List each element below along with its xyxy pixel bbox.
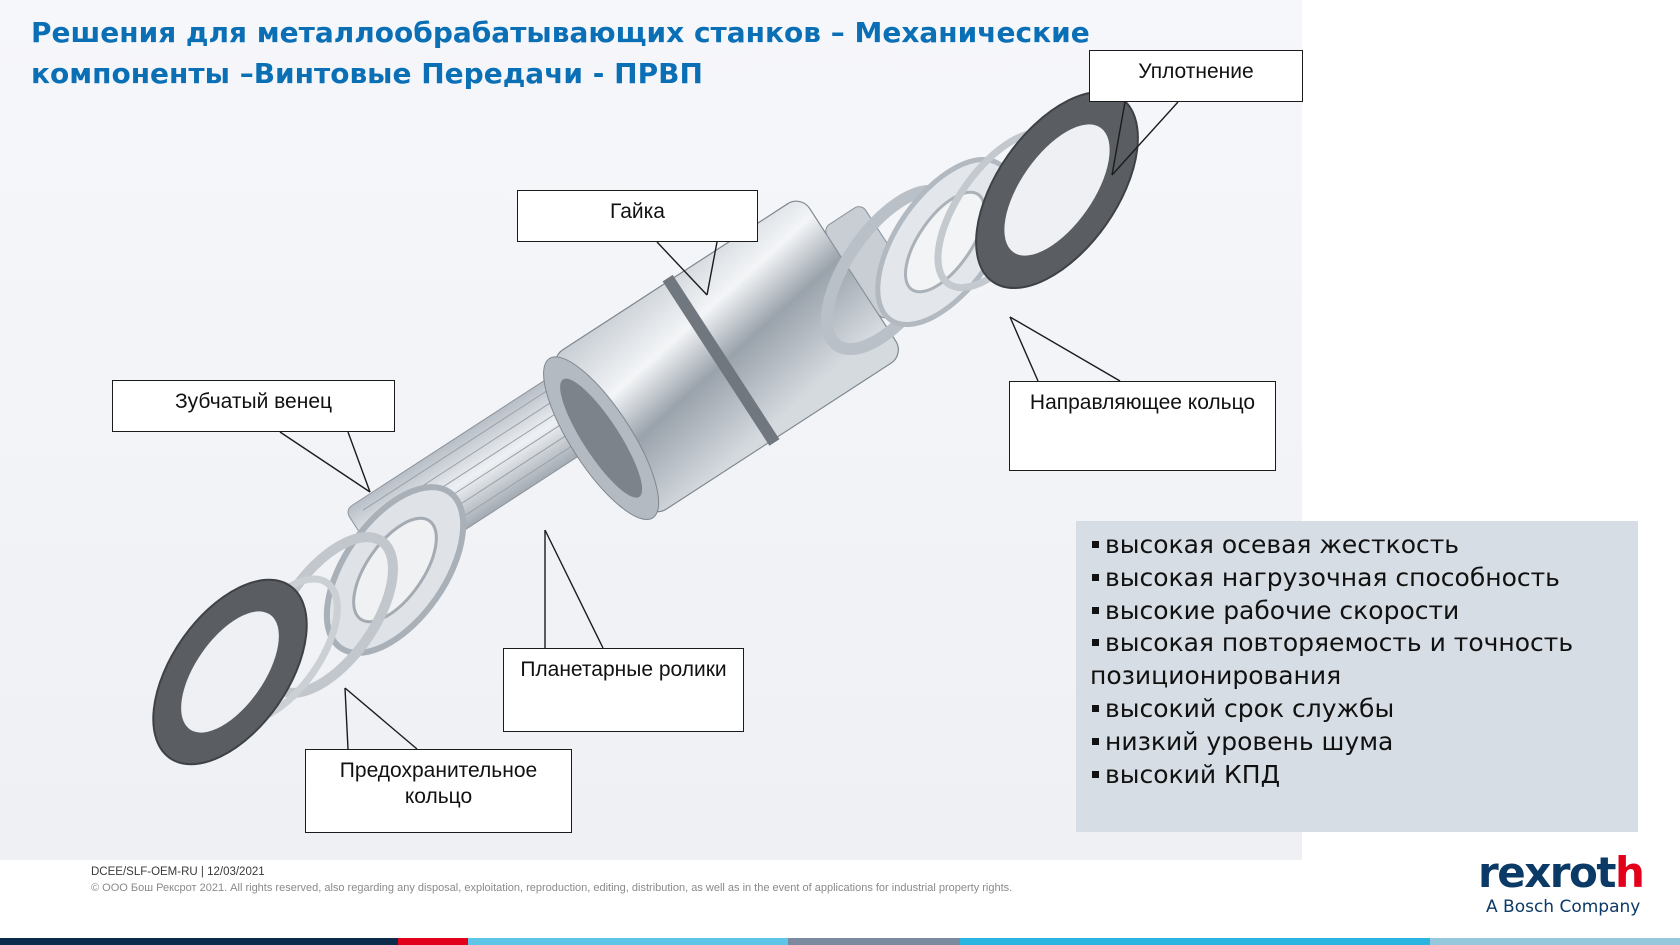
bullet-square-icon [1092,639,1099,647]
logo-wordmark-accent: h [1614,848,1645,897]
feature-item: низкий уровень шума [1090,726,1628,759]
stripe-segment [960,938,1430,945]
callout-guide-ring: Направляющее кольцо [1009,381,1276,471]
feature-item: высокий срок службы [1090,693,1628,726]
callout-ring-gear-label: Зубчатый венец [174,390,333,413]
leader-retaining-ring-2 [344,687,349,750]
callout-retaining-ring-label-line-1: Предохранительное [339,759,538,782]
callout-planetary-rollers: Планетарные ролики [503,648,744,732]
callout-retaining-ring: Предохранительное кольцо [305,749,572,833]
callout-seal: Уплотнение [1089,50,1303,102]
bullet-square-icon [1092,541,1099,548]
callout-nut: Гайка [517,190,758,242]
bullet-square-icon [1092,573,1099,581]
footer-color-stripe [0,938,1680,945]
footer-reference: DCEE/SLF-OEM-RU | 12/03/2021 [91,866,265,878]
logo-subtitle: A Bosch Company [1486,897,1641,917]
leader-seal [1111,101,1126,176]
leader-rollers-2 [544,529,604,649]
feature-text: высокие рабочие скорости [1105,595,1460,625]
left-seal-graphic [152,578,308,766]
rexroth-logo: rexroth A Bosch Company [1478,850,1668,918]
feature-item: высокая повторяемость и точность [1090,627,1628,660]
leader-nut-2 [706,241,718,296]
leader-seal-2 [1111,101,1179,176]
feature-item: высокий КПД [1090,759,1628,792]
feature-text: низкий уровень шума [1105,726,1394,756]
feature-item: высокая осевая жесткость [1090,529,1628,562]
feature-item: высокая нагрузочная способность [1090,562,1628,595]
footer-copyright: © ООО Бош Рексрот 2021. All rights reser… [91,882,1013,894]
leader-guide-ring-2 [1009,316,1039,382]
stripe-segment [468,938,788,945]
stripe-segment [0,938,398,945]
callout-leader-lines [279,101,1179,750]
stripe-segment [1430,938,1680,945]
feature-text: высокая повторяемость и точность [1105,628,1574,658]
bullet-square-icon [1092,704,1099,712]
bullet-square-icon [1092,606,1099,614]
callout-ring-gear: Зубчатый венец [112,380,395,432]
leader-nut [656,241,708,296]
slide-title-line-2: компоненты –Винтовые Передачи - ПРВП [31,57,703,90]
stripe-segment [788,938,960,945]
callout-nut-label: Гайка [610,200,665,223]
feature-text: высокий КПД [1105,759,1281,789]
callout-seal-label: Уплотнение [1138,60,1254,83]
screw-drive-exploded-illustration [152,91,1179,766]
slide-title: Решения для металлообрабатывающих станко… [31,12,1131,94]
feature-text: высокая осевая жесткость [1105,530,1460,559]
leader-ring-gear-2 [347,431,371,493]
stripe-segment [398,938,468,945]
logo-wordmark-main: rexrot [1478,848,1616,897]
feature-text: высокий срок службы [1105,693,1395,723]
left-ring-gear-graphic [219,484,467,725]
leader-guide-ring [1009,316,1121,382]
callout-planetary-rollers-label: Планетарные ролики [520,658,727,681]
callout-retaining-ring-label-line-2: кольцо [404,785,473,808]
feature-item-continuation: позиционирования [1090,660,1628,693]
right-guide-rings-graphic [821,128,1066,356]
feature-item: высокие рабочие скорости [1090,595,1628,628]
leader-retaining-ring [344,687,418,750]
bullet-square-icon [1092,770,1099,778]
features-box: высокая осевая жесткость высокая нагрузо… [1076,521,1638,832]
callout-guide-ring-label: Направляющее кольцо [1029,391,1256,414]
logo-wordmark: rexroth [1478,850,1668,896]
feature-text: позиционирования [1090,661,1342,691]
leader-ring-gear [279,431,371,493]
features-list: высокая осевая жесткость высокая нагрузо… [1090,529,1628,791]
feature-text: высокая нагрузочная способность [1105,562,1560,592]
slide-title-line-1: Решения для металлообрабатывающих станко… [31,16,1090,49]
nut-graphic [543,200,919,520]
bullet-square-icon [1092,737,1099,745]
